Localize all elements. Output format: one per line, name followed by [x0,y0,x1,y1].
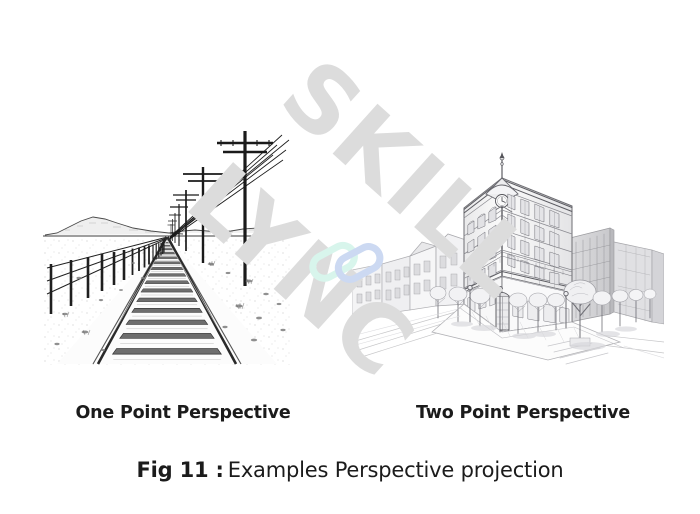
street-trees-shape [429,279,657,347]
caption-two-point-perspective: Two Point Perspective [415,403,630,423]
railroad-tracks-shape [57,236,277,365]
caption-one-point-perspective: One Point Perspective [75,403,291,423]
balcony-ironwork-shape [464,251,573,281]
lamp-posts-shape [467,284,569,333]
ground-detail-shape [54,262,286,351]
figure-panels [43,118,664,368]
telephone-poles-shape [167,131,290,286]
ground-floor-shape [463,275,573,333]
figure-caption: Fig 11 :Examples Perspective projection [0,458,700,482]
left-facade-windows-shape [467,206,497,288]
figure-caption-text: Examples Perspective projection [227,458,564,482]
wire-fence-shape [46,237,166,314]
figure-two-point-perspective-image [352,146,664,368]
shadow-shape [451,321,637,350]
figure-one-point-perspective-image [43,118,291,365]
distant-hills-shape [43,216,291,237]
figure-caption-label: Fig 11 : [136,458,224,482]
clock-tower-shape [485,152,519,221]
